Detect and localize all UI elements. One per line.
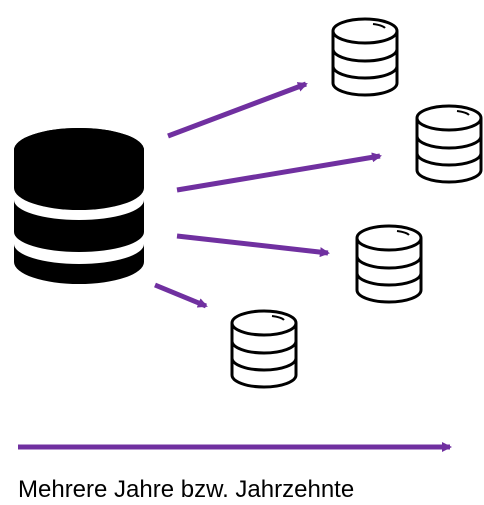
arrow-to-database-2	[176, 152, 382, 193]
source-database-icon	[14, 128, 144, 284]
timeline-caption: Mehrere Jahre bzw. Jahrzehnte	[18, 476, 355, 503]
target-database-icon-4	[230, 309, 298, 389]
arrow-to-database-3	[176, 233, 330, 258]
arrow-to-database-4	[154, 282, 208, 309]
arrow-to-database-1	[167, 81, 308, 139]
target-database-icon-3	[355, 224, 423, 304]
target-database-icon-1	[331, 17, 399, 97]
target-database-icon-2	[415, 104, 483, 184]
